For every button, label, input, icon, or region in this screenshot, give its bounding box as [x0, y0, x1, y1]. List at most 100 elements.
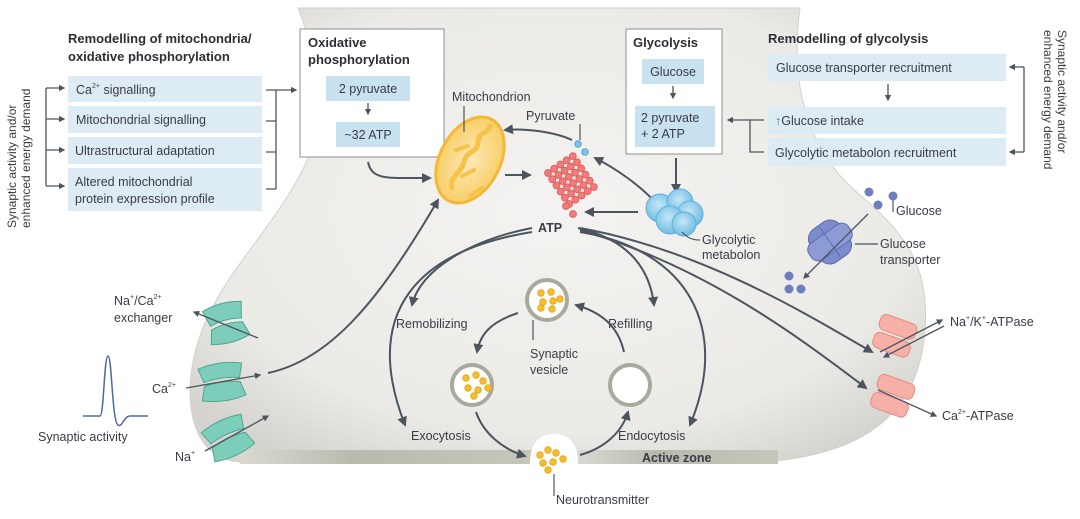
glyco-item-metabolon-recruitment: Glycolytic metabolon recruitment [775, 146, 957, 160]
atp-molecule [569, 210, 577, 218]
synaptic-vesicle-label: Synaptic [530, 347, 578, 361]
atp-molecule [558, 177, 567, 186]
oxphos-output: ~32 ATP [344, 128, 391, 142]
atp-molecule [573, 158, 581, 167]
atp-to-refilling-arrow [577, 227, 659, 307]
svg-text:phosphorylation: phosphorylation [308, 52, 410, 67]
mito-item-box [68, 106, 262, 133]
atp-molecule [562, 156, 571, 165]
svg-text:+ 2 ATP: + 2 ATP [641, 127, 685, 141]
glyco-remodelling-panel: Remodelling of glycolysis Glucose transp… [768, 31, 1006, 166]
active-zone: Active zone [232, 450, 778, 465]
atp-molecule [577, 191, 586, 200]
neurotransmitter-molecule [552, 449, 560, 457]
atp-molecule [552, 181, 561, 190]
atp-molecule [550, 164, 559, 173]
neurotransmitter-molecule [549, 458, 557, 466]
neurotransmitter-molecule [479, 377, 487, 385]
svg-text:enhanced energy demand: enhanced energy demand [19, 89, 33, 228]
atp-molecule [575, 175, 584, 183]
synaptic-vesicle-top [525, 278, 569, 322]
atp-to-ca-atpase-arrow [579, 229, 868, 390]
glyco-item-glucose-intake: ↑Glucose intake [775, 114, 864, 128]
active-zone-label: Active zone [642, 451, 712, 465]
glyco-item-transporter-recruitment: Glucose transporter recruitment [776, 61, 952, 75]
neurotransmitter-molecule [539, 298, 547, 306]
mito-item-ca-signalling: Ca2+ signalling [76, 83, 156, 97]
svg-text:protein expression profile: protein expression profile [75, 192, 215, 206]
na-ca-exchanger: Na+/Ca2+ exchanger [114, 294, 259, 346]
glycolysis-box: Glycolysis Glucose 2 pyruvate + 2 ATP [625, 28, 723, 155]
mito-item-box [68, 76, 262, 102]
right-side-label: Synaptic activity and/or enhanced energy… [1041, 30, 1069, 169]
ca-to-mito-arrow [267, 198, 440, 374]
atp-molecule [544, 169, 552, 177]
ca-label: Ca2+ [152, 382, 176, 396]
neurotransmitter-molecule [544, 466, 552, 474]
atp-label: ATP [538, 221, 562, 235]
mito-item-mito-signalling: Mitochondrial signalling [76, 113, 206, 127]
glycolytic-metabolon: Glycolytic metabolon [645, 188, 760, 262]
ca-atpase: Ca2+-ATPase [870, 374, 1014, 423]
neurotransmitter-molecule [544, 446, 552, 454]
atp-molecule [571, 168, 579, 177]
atp-molecule [567, 189, 575, 198]
atp-molecule [577, 164, 586, 173]
glycolysis-output: 2 pyruvate [641, 111, 699, 125]
atp-molecule [571, 195, 580, 204]
mito-item-box [68, 137, 262, 164]
glucose-transporter-label: Glucose [880, 237, 926, 251]
remobilizing-label: Remobilizing [396, 317, 468, 331]
endocytosis-label: Endocytosis [618, 429, 685, 443]
mito-item-box [68, 168, 262, 211]
svg-text:exchanger: exchanger [114, 311, 172, 325]
oxphos-box: Oxidative phosphorylation 2 pyruvate ~32… [299, 28, 445, 158]
neurotransmitter-molecule [537, 304, 545, 312]
atp-cluster [544, 152, 598, 218]
svg-text:vesicle: vesicle [530, 363, 568, 377]
neurotransmitter-molecule [548, 305, 556, 313]
atp-molecule [563, 183, 571, 192]
svg-text:oxidative phosphorylation: oxidative phosphorylation [68, 49, 230, 64]
neurotransmitter-molecule [556, 295, 564, 303]
exocytosis-label: Exocytosis [411, 429, 471, 443]
atp-molecule [583, 187, 592, 196]
na-channel: Na+ [175, 413, 270, 464]
neurotransmitter-molecule [464, 384, 472, 392]
na-k-atpase: Na+/K+-ATPase [872, 314, 1034, 358]
atp-molecule [554, 171, 563, 179]
synaptic-activity-label: Synaptic activity [38, 430, 128, 444]
atp-molecule [548, 175, 557, 184]
neurotransmitter-label: Neurotransmitter [556, 493, 649, 507]
atp-molecule [585, 176, 594, 185]
atp-molecule [566, 162, 575, 171]
mito-remodelling-title: Remodelling of mitochondria/ [68, 31, 252, 46]
neurotransmitter-molecule [484, 384, 492, 392]
synaptic-vesicle-empty [608, 363, 652, 407]
na-ca-exchanger-label: Na+/Ca2+ [114, 294, 162, 308]
neurotransmitter-molecule [539, 459, 547, 467]
svg-text:enhanced energy demand: enhanced energy demand [1041, 30, 1055, 169]
right-bracket [1008, 63, 1025, 156]
neurotransmitter-molecule [549, 297, 557, 305]
mito-to-oxphos-connector [266, 86, 298, 190]
atp-molecule [568, 152, 577, 161]
atp-molecule [561, 193, 569, 202]
left-side-label: Synaptic activity and/or enhanced energy… [5, 89, 33, 228]
atp-to-na-k-atpase-arrow [579, 227, 874, 354]
neurotransmitter-molecule [536, 451, 544, 459]
atp-molecule [564, 173, 573, 181]
neurotransmitter-molecule [470, 392, 478, 400]
svg-text:metabolon: metabolon [702, 248, 760, 262]
neurotransmitter-molecule [559, 455, 567, 463]
glucose-transporter: Glucose Glucose transporter [784, 187, 942, 294]
neurotransmitter-molecule [472, 371, 480, 379]
atp-molecule [579, 181, 588, 190]
svg-text:Glycolysis: Glycolysis [633, 35, 698, 50]
atp-to-exocytosis-arrow [388, 231, 533, 427]
ca-channel: Ca2+ [152, 361, 262, 403]
atp-molecule [590, 183, 598, 191]
neurotransmitter-molecule [547, 288, 555, 296]
svg-text:Synaptic activity and/or: Synaptic activity and/or [5, 105, 19, 228]
